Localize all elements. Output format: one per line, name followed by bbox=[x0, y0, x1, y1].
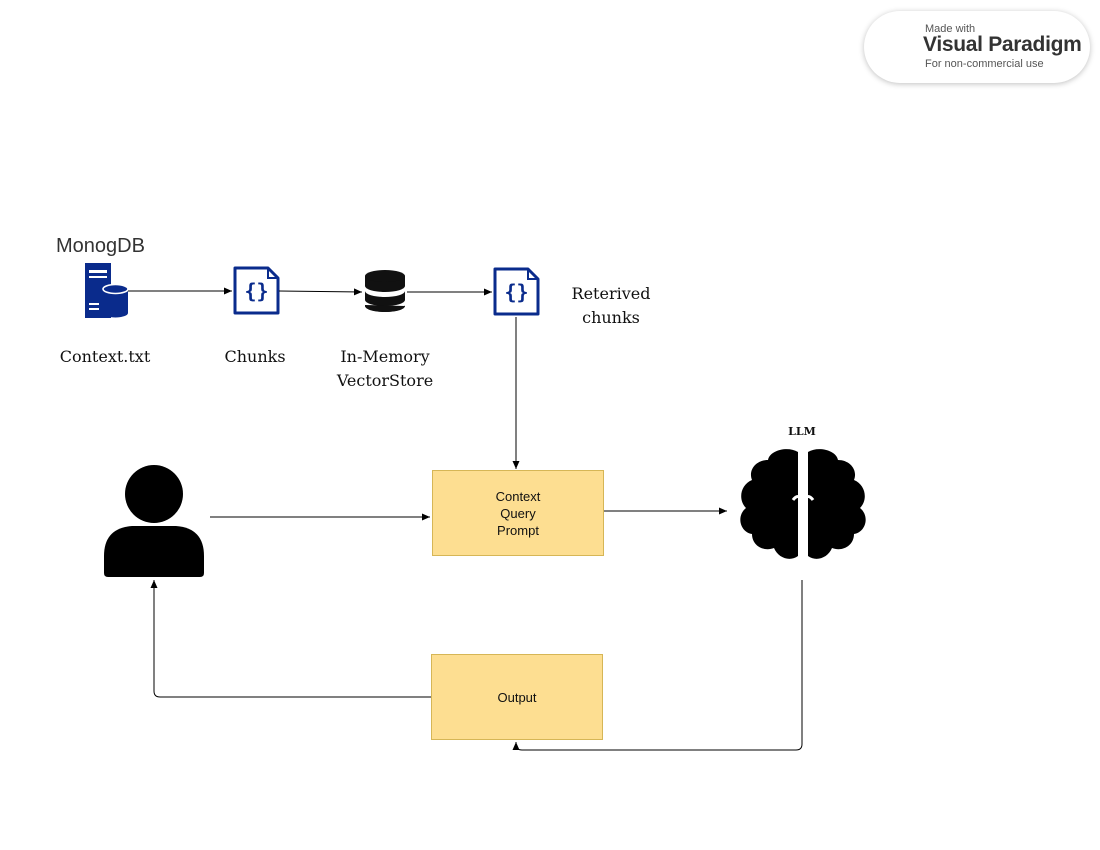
vectorstore-label-line1: In-Memory bbox=[340, 347, 430, 366]
badge-brand: Visual Paradigm bbox=[923, 33, 1082, 56]
chunks-label: Chunks bbox=[224, 347, 286, 366]
svg-text:{}: {} bbox=[244, 279, 268, 303]
prompt-line-context: Context bbox=[495, 488, 541, 504]
prompt-line-query: Query bbox=[500, 505, 536, 521]
llm-label: LLM bbox=[788, 425, 816, 438]
prompt-line-prompt: Prompt bbox=[497, 522, 539, 538]
retrieved-label-line2: chunks bbox=[582, 308, 640, 327]
server-database-icon bbox=[85, 263, 129, 318]
vectorstore-database-icon bbox=[365, 270, 405, 312]
brain-llm-icon bbox=[740, 449, 866, 559]
retrieved-label-line1: Reterived bbox=[571, 284, 651, 303]
retrieved-chunks-file-icon: {} bbox=[493, 267, 540, 316]
chunks-file-icon: {} bbox=[233, 266, 280, 315]
vectorstore-label-line2: VectorStore bbox=[336, 371, 434, 390]
arrow-output-to-user bbox=[150, 580, 431, 698]
output-label: Output bbox=[497, 689, 537, 705]
svg-text:{}: {} bbox=[504, 280, 528, 304]
output-box[interactable]: Output bbox=[431, 654, 603, 740]
arrow-chunks-to-vectorstore bbox=[278, 288, 363, 296]
vectorstore-label: In-Memory VectorStore bbox=[325, 345, 445, 393]
visual-paradigm-badge bbox=[864, 11, 1090, 83]
user-icon bbox=[104, 465, 204, 577]
retrieved-chunks-label: Reterived chunks bbox=[556, 282, 666, 330]
prompt-box[interactable]: Context Query Prompt bbox=[432, 470, 604, 556]
database-title: MonogDB bbox=[56, 235, 145, 257]
connectors bbox=[128, 287, 803, 751]
arrow-llm-to-output bbox=[512, 580, 803, 751]
badge-note: For non-commercial use bbox=[925, 58, 1044, 70]
badge-made-with: Made with bbox=[925, 23, 976, 35]
context-txt-label: Context.txt bbox=[59, 347, 151, 366]
